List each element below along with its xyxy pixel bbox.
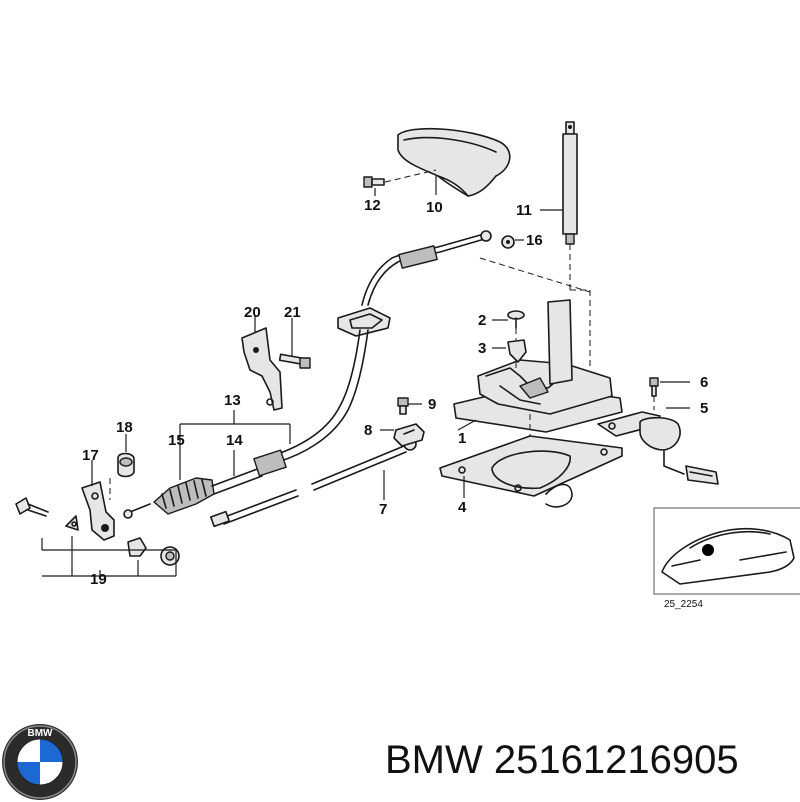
label-10: 10	[426, 199, 443, 216]
screw-6-part	[649, 377, 659, 397]
logo-text: BMW	[28, 728, 54, 739]
clip-3-part	[507, 339, 527, 363]
label-15: 15	[168, 432, 185, 449]
clip-8-part	[393, 423, 425, 447]
washer-16-part	[501, 235, 515, 249]
bmw-logo: BMW	[2, 724, 78, 800]
part-number-title: BMW 25161216905	[385, 738, 739, 782]
label-11: 11	[516, 202, 532, 219]
bolt-21-part	[278, 353, 311, 369]
lever-17-part	[81, 481, 115, 541]
label-20: 20	[244, 304, 261, 321]
screw-9-part	[397, 397, 409, 415]
shift-housing-part	[453, 257, 623, 433]
screw-12-part	[363, 176, 385, 188]
label-3: 3	[478, 340, 486, 357]
hardware-19-part	[15, 497, 180, 566]
label-1: 1	[458, 430, 466, 447]
inset-code: 25_2254	[664, 599, 703, 610]
label-9: 9	[428, 396, 436, 413]
shift-knob-part	[397, 127, 511, 197]
label-19: 19	[90, 571, 107, 588]
label-5: 5	[700, 400, 708, 417]
label-12: 12	[364, 197, 381, 214]
label-13: 13	[224, 392, 241, 409]
label-18: 18	[116, 419, 133, 436]
label-2: 2	[478, 312, 486, 329]
shift-rod-part	[562, 121, 578, 245]
gasket-4-part	[439, 435, 623, 508]
label-17: 17	[82, 447, 99, 464]
label-4: 4	[458, 499, 467, 516]
screw-2-part	[507, 310, 525, 329]
label-21: 21	[284, 304, 301, 321]
label-8: 8	[364, 422, 372, 439]
label-14: 14	[226, 432, 243, 449]
label-16: 16	[526, 232, 543, 249]
shift-cable-part	[271, 230, 492, 463]
label-7: 7	[379, 501, 387, 518]
cable-rod-7-part	[209, 437, 417, 528]
inset-car-view	[653, 507, 800, 595]
bracket-20-part	[241, 327, 283, 411]
label-6: 6	[700, 374, 708, 391]
switch-5-part	[597, 411, 719, 485]
bushing-18-part	[117, 452, 135, 478]
cable-boot-part	[123, 449, 287, 519]
